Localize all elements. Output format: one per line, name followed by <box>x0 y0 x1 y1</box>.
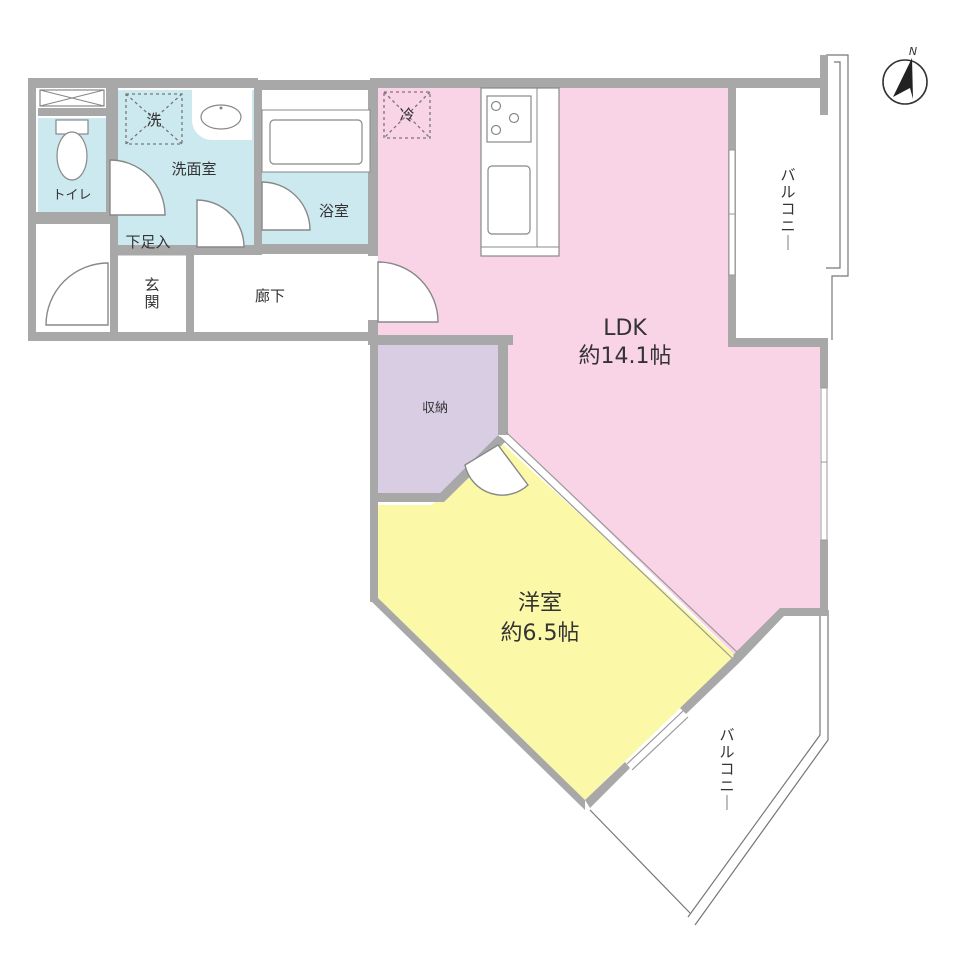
balcony-lower <box>589 610 829 926</box>
compass-north-label: N <box>909 45 917 58</box>
western-room-floor <box>378 440 735 800</box>
bathroom-label: 浴室 <box>319 202 349 220</box>
doors <box>45 159 529 496</box>
bathtub-icon <box>261 109 371 173</box>
hallway-floor <box>192 258 368 331</box>
north-arrow-icon: N <box>882 45 928 105</box>
shoe-box-label: 下足入 <box>125 233 170 251</box>
toilet-label: トイレ <box>52 188 91 203</box>
ldk-name: LDK <box>603 316 647 341</box>
balcony-upper <box>735 54 849 340</box>
refrigerator-space-icon: 冷 <box>383 91 431 139</box>
storage-label: 収納 <box>422 401 448 416</box>
entrance-label: 玄関 <box>144 276 159 311</box>
washing-machine-space-icon: 洗 <box>125 93 183 145</box>
refrigerator-label: 冷 <box>399 106 414 124</box>
washroom-label: 洗面室 <box>171 160 216 178</box>
storage-floor <box>378 345 498 493</box>
closet-box-icon <box>39 89 105 107</box>
toilet-icon <box>55 119 89 181</box>
kitchen-sink-icon <box>487 165 531 235</box>
balcony-upper-label: バルコニ｜ <box>780 166 795 252</box>
stove-icon <box>486 95 532 143</box>
washing-machine-label: 洗 <box>146 111 161 129</box>
hallway-label: 廊下 <box>255 287 285 305</box>
windows <box>499 149 828 771</box>
balcony-lower-label: バルコニ｜ <box>719 726 734 812</box>
entrance-floor <box>118 258 186 331</box>
ldk-size: 約14.1帖 <box>579 344 672 369</box>
walls <box>28 55 828 810</box>
sink-icon <box>192 90 252 140</box>
western-room-name: 洋室 <box>518 591 562 616</box>
western-room-size: 約6.5帖 <box>501 621 580 646</box>
